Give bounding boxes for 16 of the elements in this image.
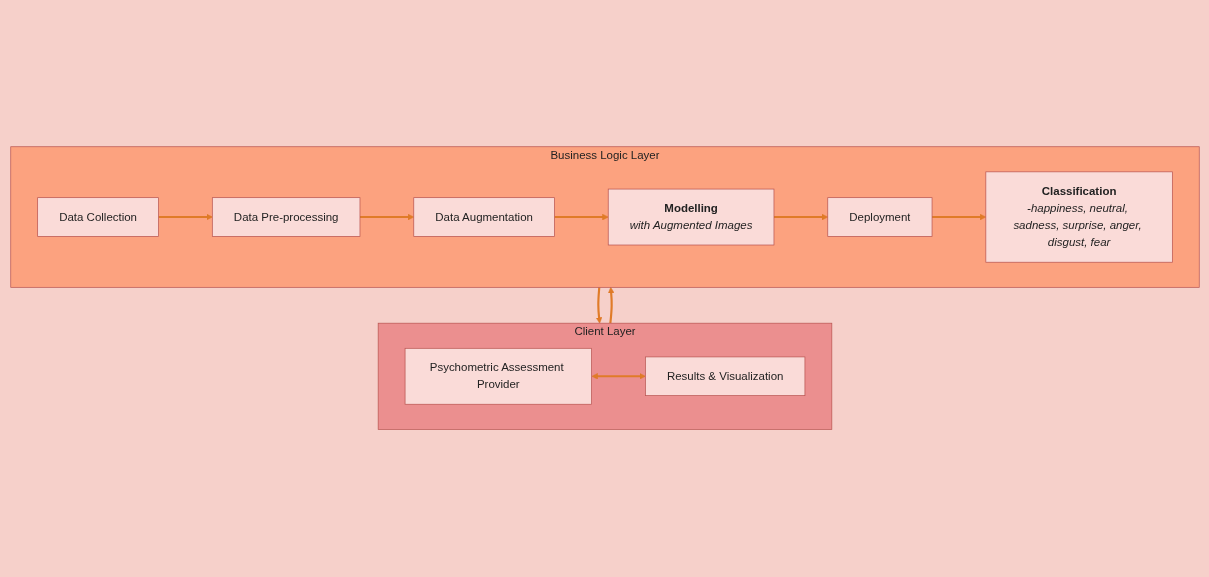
node-box: Data Augmentation: [412, 197, 555, 238]
arrow: [773, 214, 828, 221]
arrow: [591, 373, 646, 380]
node-box: Deployment: [826, 197, 932, 238]
arrow: [931, 214, 986, 221]
arrow: [553, 214, 608, 221]
node-box: Classification -happiness, neutral, sadness, surprise, anger, disgust, fear: [985, 171, 1173, 264]
arrow: [607, 287, 614, 324]
node-box: Modelling with Augmented Images: [607, 189, 774, 246]
node-box: Results & Visualization: [644, 357, 805, 397]
node-box: Data Collection: [36, 197, 159, 238]
node-box: Data Pre-processing: [211, 197, 360, 238]
arrow: [158, 214, 213, 221]
arrow: [359, 214, 414, 221]
arrow: [595, 287, 602, 324]
node-box: Psychometric Assessment Provider: [404, 348, 592, 406]
